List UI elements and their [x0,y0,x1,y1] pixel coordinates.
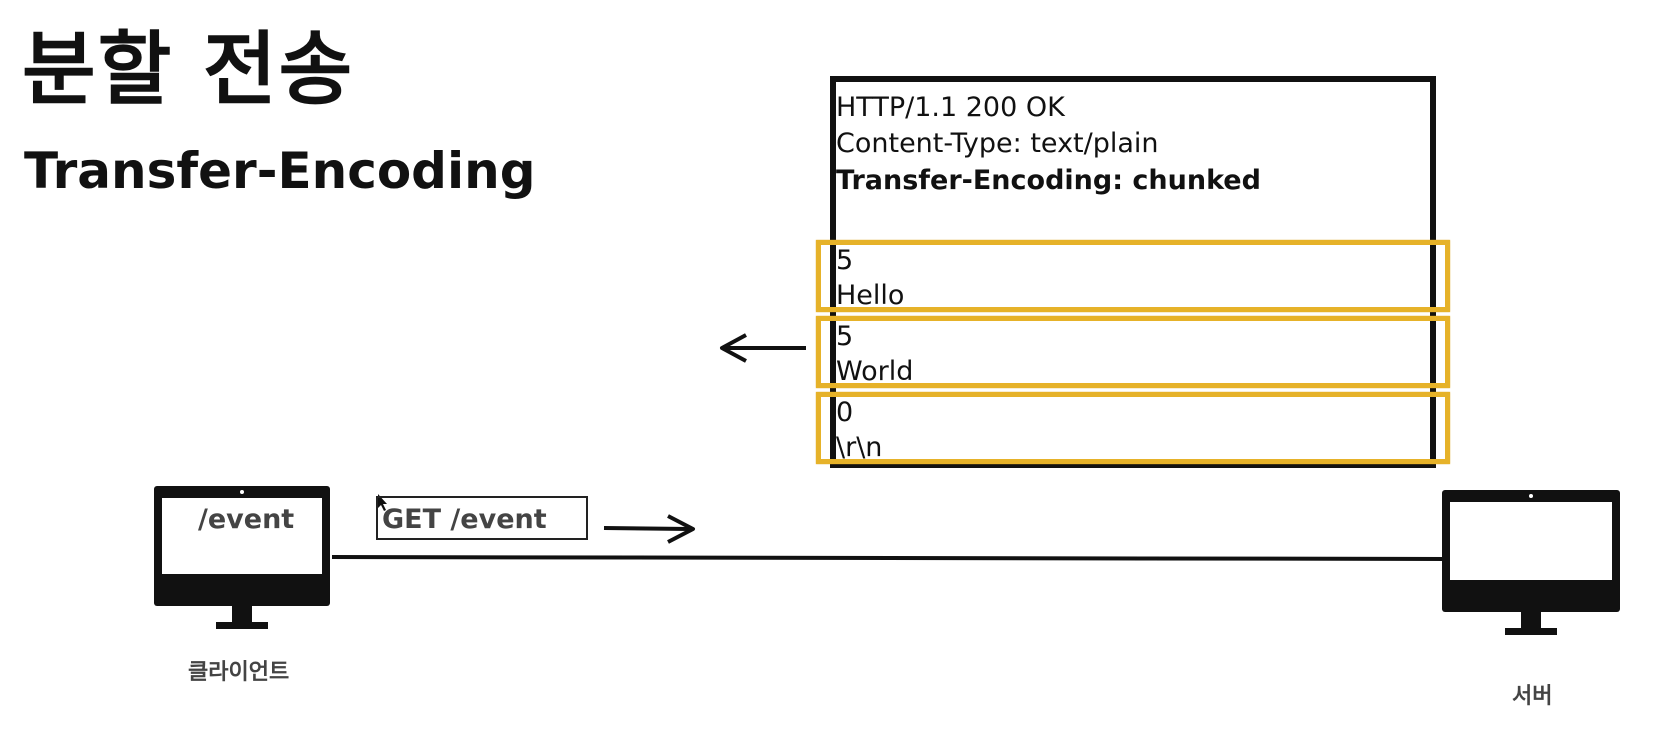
chunk-data: World [836,356,914,387]
chunk-size: 5 [836,321,854,352]
chunk-size: 0 [836,397,854,428]
chunk-box [816,240,1450,312]
response-message-box [830,76,1436,468]
request-message-box [376,496,588,540]
client-monitor-icon [154,486,330,629]
request-arrow-icon [603,514,695,544]
slide-title: 분할 전송 [22,23,355,116]
server-caption: 서버 [1512,684,1553,709]
chunk-data: Hello [836,280,905,311]
chunk-data: \r\n [836,432,883,463]
chunk-box [816,316,1450,388]
server-monitor-icon [1442,490,1620,635]
connection-line [331,555,1446,561]
chunk-box [816,392,1450,464]
status-line: HTTP/1.1 200 OK [836,92,1065,123]
chunk-size: 5 [836,245,854,276]
client-caption: 클라이언트 [188,660,290,685]
response-arrow-icon [720,333,806,363]
transfer-encoding-header: Transfer-Encoding: chunked [836,165,1261,196]
request-label: GET /event [382,504,547,535]
client-screen-path: /event [198,504,295,535]
content-type-header: Content-Type: text/plain [836,128,1159,159]
cursor-icon [378,494,387,511]
slide-subtitle: Transfer-Encoding [24,142,536,200]
